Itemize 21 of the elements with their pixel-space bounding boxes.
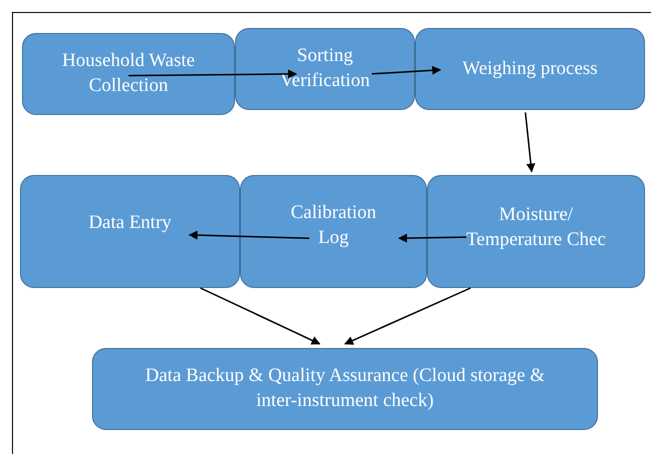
- arrow: [524, 112, 536, 172]
- box-label: Moisture/ Temperature Chec: [465, 202, 607, 252]
- box-label: Data Backup & Quality Assurance (Cloud storage & inter-instrument check): [144, 364, 546, 413]
- arrow: [372, 66, 442, 75]
- box-label: Data Entry: [88, 211, 172, 236]
- arrow: [128, 70, 298, 78]
- process-box: [92, 348, 598, 430]
- box-label: Weighing process: [462, 56, 598, 81]
- process-box: [415, 28, 645, 110]
- box-label: Calibration Log: [290, 200, 378, 250]
- box-label: Household Waste Collection: [61, 49, 196, 98]
- process-box: [20, 175, 240, 288]
- process-box: [240, 175, 427, 288]
- process-box: [235, 28, 415, 110]
- arrow: [344, 287, 471, 345]
- arrow: [188, 230, 310, 240]
- process-box: [22, 33, 235, 115]
- box-label: Sorting Verification: [279, 44, 371, 93]
- arrow: [398, 234, 466, 243]
- arrow: [200, 287, 321, 345]
- process-box: [427, 175, 645, 288]
